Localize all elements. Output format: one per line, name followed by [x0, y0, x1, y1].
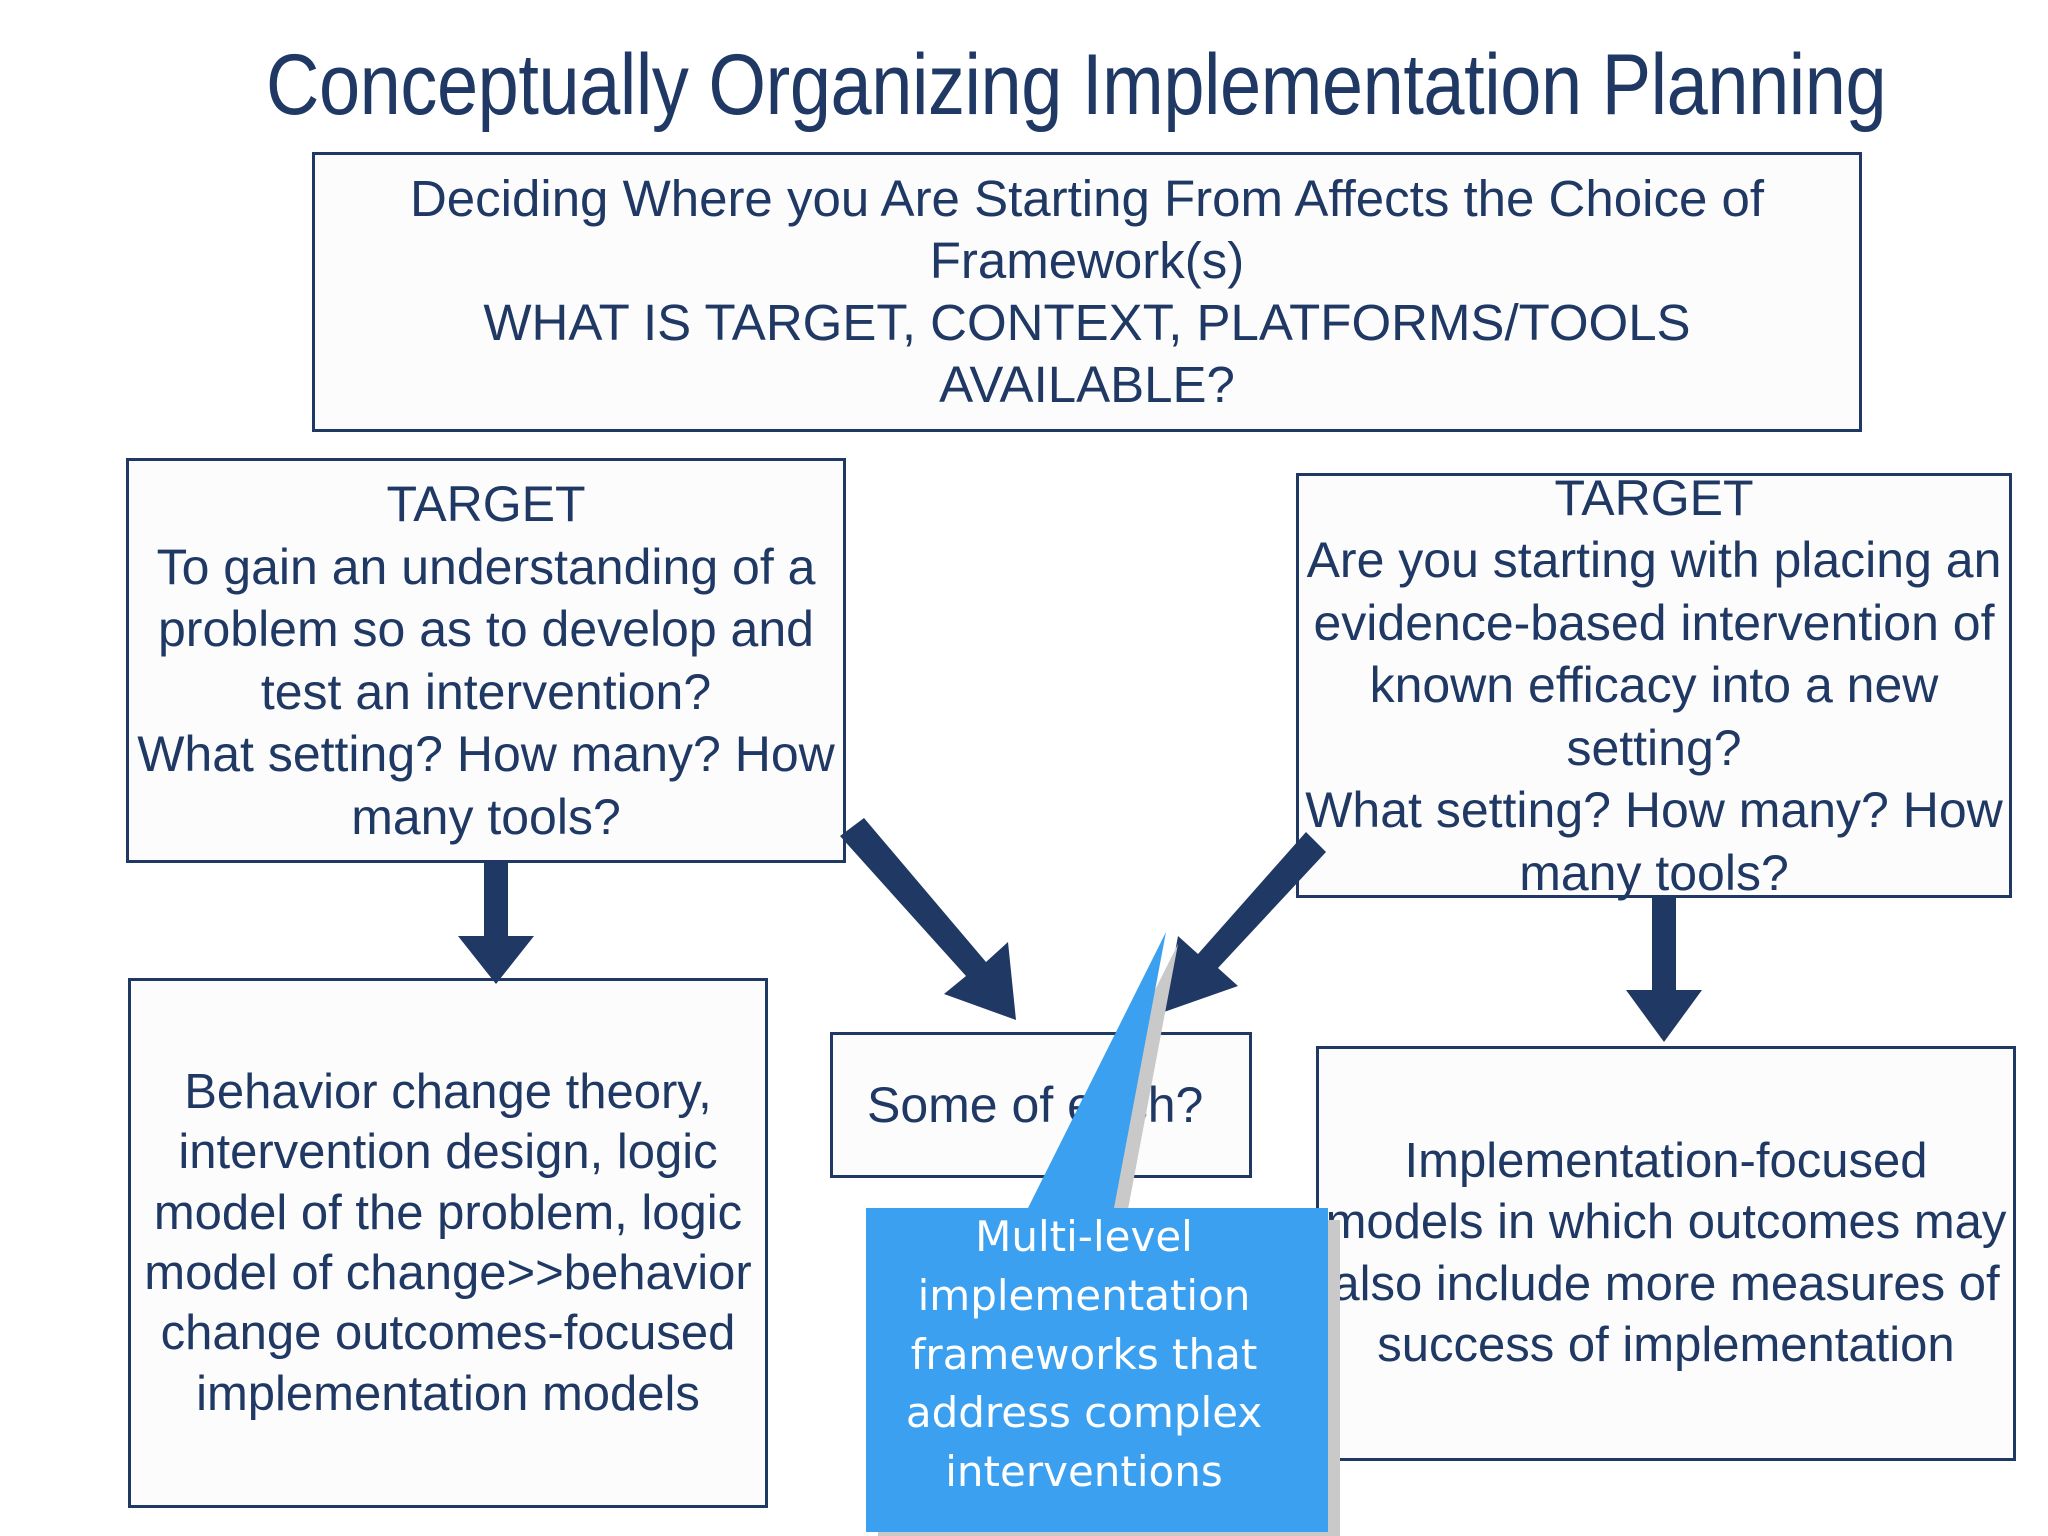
multi-level-frameworks-callout — [866, 932, 1328, 1532]
header-question-text: Deciding Where you Are Starting From Aff… — [409, 169, 1765, 414]
implementation-focused-models-text: Implementation-focused models in which o… — [1325, 1134, 2007, 1372]
behavior-change-models-text: Behavior change theory, intervention des… — [144, 1065, 752, 1421]
page-title: Conceptually Organizing Implementation P… — [266, 37, 1887, 133]
behavior-change-models-box: Behavior change theory, intervention des… — [128, 978, 768, 1508]
header-question-box: Deciding Where you Are Starting From Aff… — [312, 152, 1862, 432]
target-right-box: TARGET Are you starting with placing an … — [1296, 470, 2012, 901]
implementation-focused-models-box: Implementation-focused models in which o… — [1316, 1046, 2016, 1461]
target-left-box: TARGET To gain an understanding of a pro… — [126, 458, 846, 863]
arrow-right-target-to-implementation-focused — [1626, 898, 1702, 1042]
target-left-text: TARGET To gain an understanding of a pro… — [137, 476, 835, 845]
arrow-left-target-to-behavior-models — [458, 862, 534, 984]
target-right-text: TARGET Are you starting with placing an … — [1305, 469, 2003, 901]
multi-level-frameworks-callout-text: Multi-level implementation frameworks th… — [905, 1212, 1263, 1497]
